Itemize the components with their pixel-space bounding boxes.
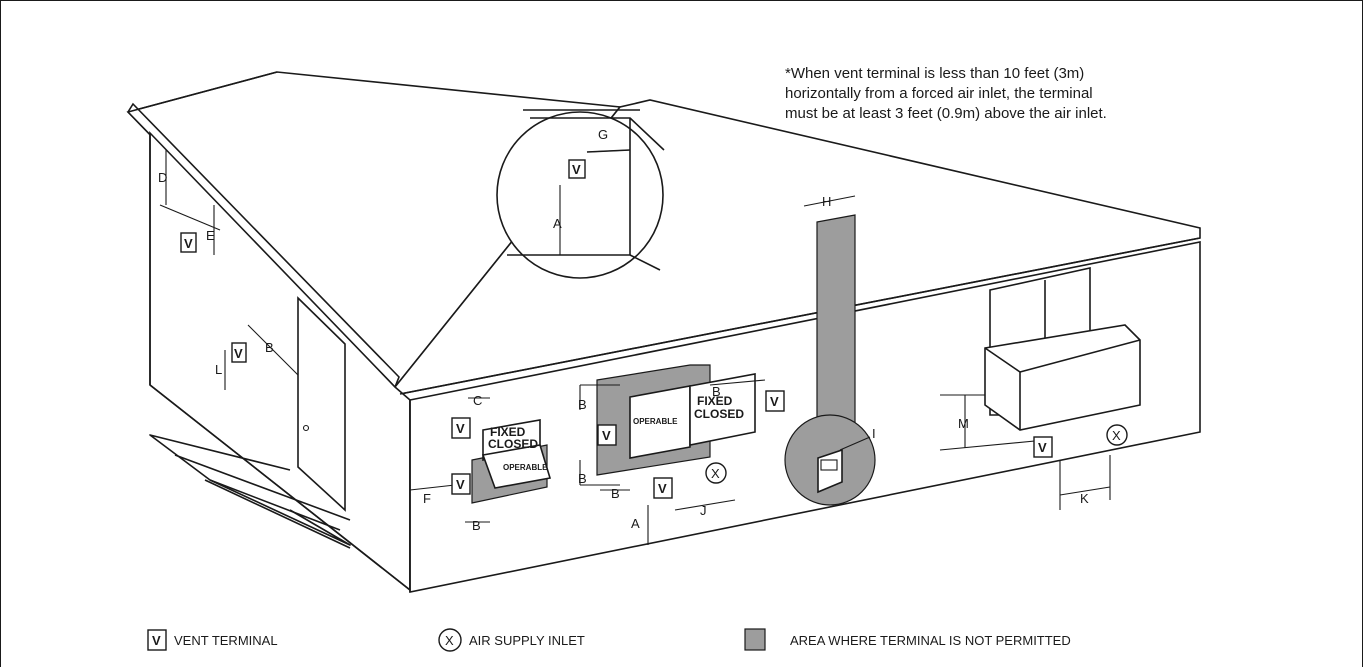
svg-text:V: V (184, 236, 193, 251)
dim-b-label-side: B (611, 486, 620, 501)
svg-text:X: X (1112, 428, 1121, 443)
large-window-closed-label: CLOSED (694, 407, 744, 421)
svg-text:V: V (602, 428, 611, 443)
inside-corner-magnifier (496, 109, 665, 279)
chimney (784, 214, 876, 506)
svg-text:V: V (572, 162, 581, 177)
dim-a-label-magnifier: A (553, 216, 562, 231)
dim-j-label: J (700, 503, 707, 518)
side-door (297, 296, 346, 512)
vent-marker: V (180, 232, 197, 253)
dim-b-label-door: B (265, 340, 274, 355)
legend-air-supply-inlet: AIR SUPPLY INLET (469, 633, 585, 648)
dim-g-label: G (598, 127, 608, 142)
dim-b-label-small: B (472, 518, 481, 533)
svg-text:V: V (152, 633, 161, 648)
vent-marker: V (653, 477, 673, 499)
vent-marker: V (765, 390, 785, 412)
svg-text:V: V (456, 421, 465, 436)
svg-text:V: V (658, 481, 667, 496)
dim-b-label-right: B (712, 384, 721, 399)
dim-m-label: M (958, 416, 969, 431)
legend: V VENT TERMINAL X AIR SUPPLY INLET AREA … (147, 628, 1071, 652)
small-window (471, 419, 552, 504)
legend-vent-terminal: VENT TERMINAL (174, 633, 278, 648)
vent-marker: V (568, 159, 586, 179)
vent-marker: V (451, 417, 471, 439)
svg-text:V: V (234, 346, 243, 361)
dimension-labels: D E B L G A C B B B B B F A J H I M K (158, 127, 1089, 533)
dim-i-label: I (872, 426, 876, 441)
svg-text:V: V (770, 394, 779, 409)
large-window (596, 364, 756, 476)
svg-text:V: V (1038, 440, 1047, 455)
dim-l-label: L (215, 362, 222, 377)
small-window-operable-label: OPERABLE (503, 463, 548, 472)
svg-text:X: X (445, 633, 454, 648)
dim-k-label: K (1080, 491, 1089, 506)
dimension-lines (159, 149, 1111, 545)
legend-not-permitted-swatch (744, 628, 766, 651)
vent-clearance-note: *When vent terminal is less than 10 feet… (785, 65, 1107, 122)
dim-e-label: E (206, 228, 215, 243)
dim-d-label: D (158, 170, 167, 185)
dim-h-label: H (822, 194, 831, 209)
planter-window (984, 267, 1141, 431)
vent-marker: V (597, 424, 617, 446)
legend-air-inlet-icon: X (438, 628, 462, 652)
dim-b-label-top: B (578, 397, 587, 412)
legend-vent-icon: V (147, 629, 167, 651)
air-inlet-marker: X (705, 462, 727, 484)
dim-a-label-bottom: A (631, 516, 640, 531)
vent-marker: V (451, 473, 471, 495)
large-window-operable-label: OPERABLE (633, 417, 678, 426)
legend-not-permitted: AREA WHERE TERMINAL IS NOT PERMITTED (790, 633, 1071, 648)
dim-c-label: C (473, 393, 482, 408)
patio-slab (149, 434, 351, 549)
small-window-closed-label: CLOSED (488, 437, 538, 451)
air-inlet-marker: X (1106, 424, 1128, 446)
large-window-fixed-label: FIXED (697, 394, 733, 408)
dim-b-label-bottom: B (578, 471, 587, 486)
window-labels: FIXED CLOSED OPERABLE OPERABLE FIXED CLO… (488, 394, 744, 472)
svg-text:X: X (711, 466, 720, 481)
small-window-fixed-label: FIXED (490, 425, 526, 439)
vent-marker: V (1033, 436, 1053, 458)
vent-marker: V (231, 342, 247, 363)
svg-text:V: V (456, 477, 465, 492)
dim-f-label: F (423, 491, 431, 506)
